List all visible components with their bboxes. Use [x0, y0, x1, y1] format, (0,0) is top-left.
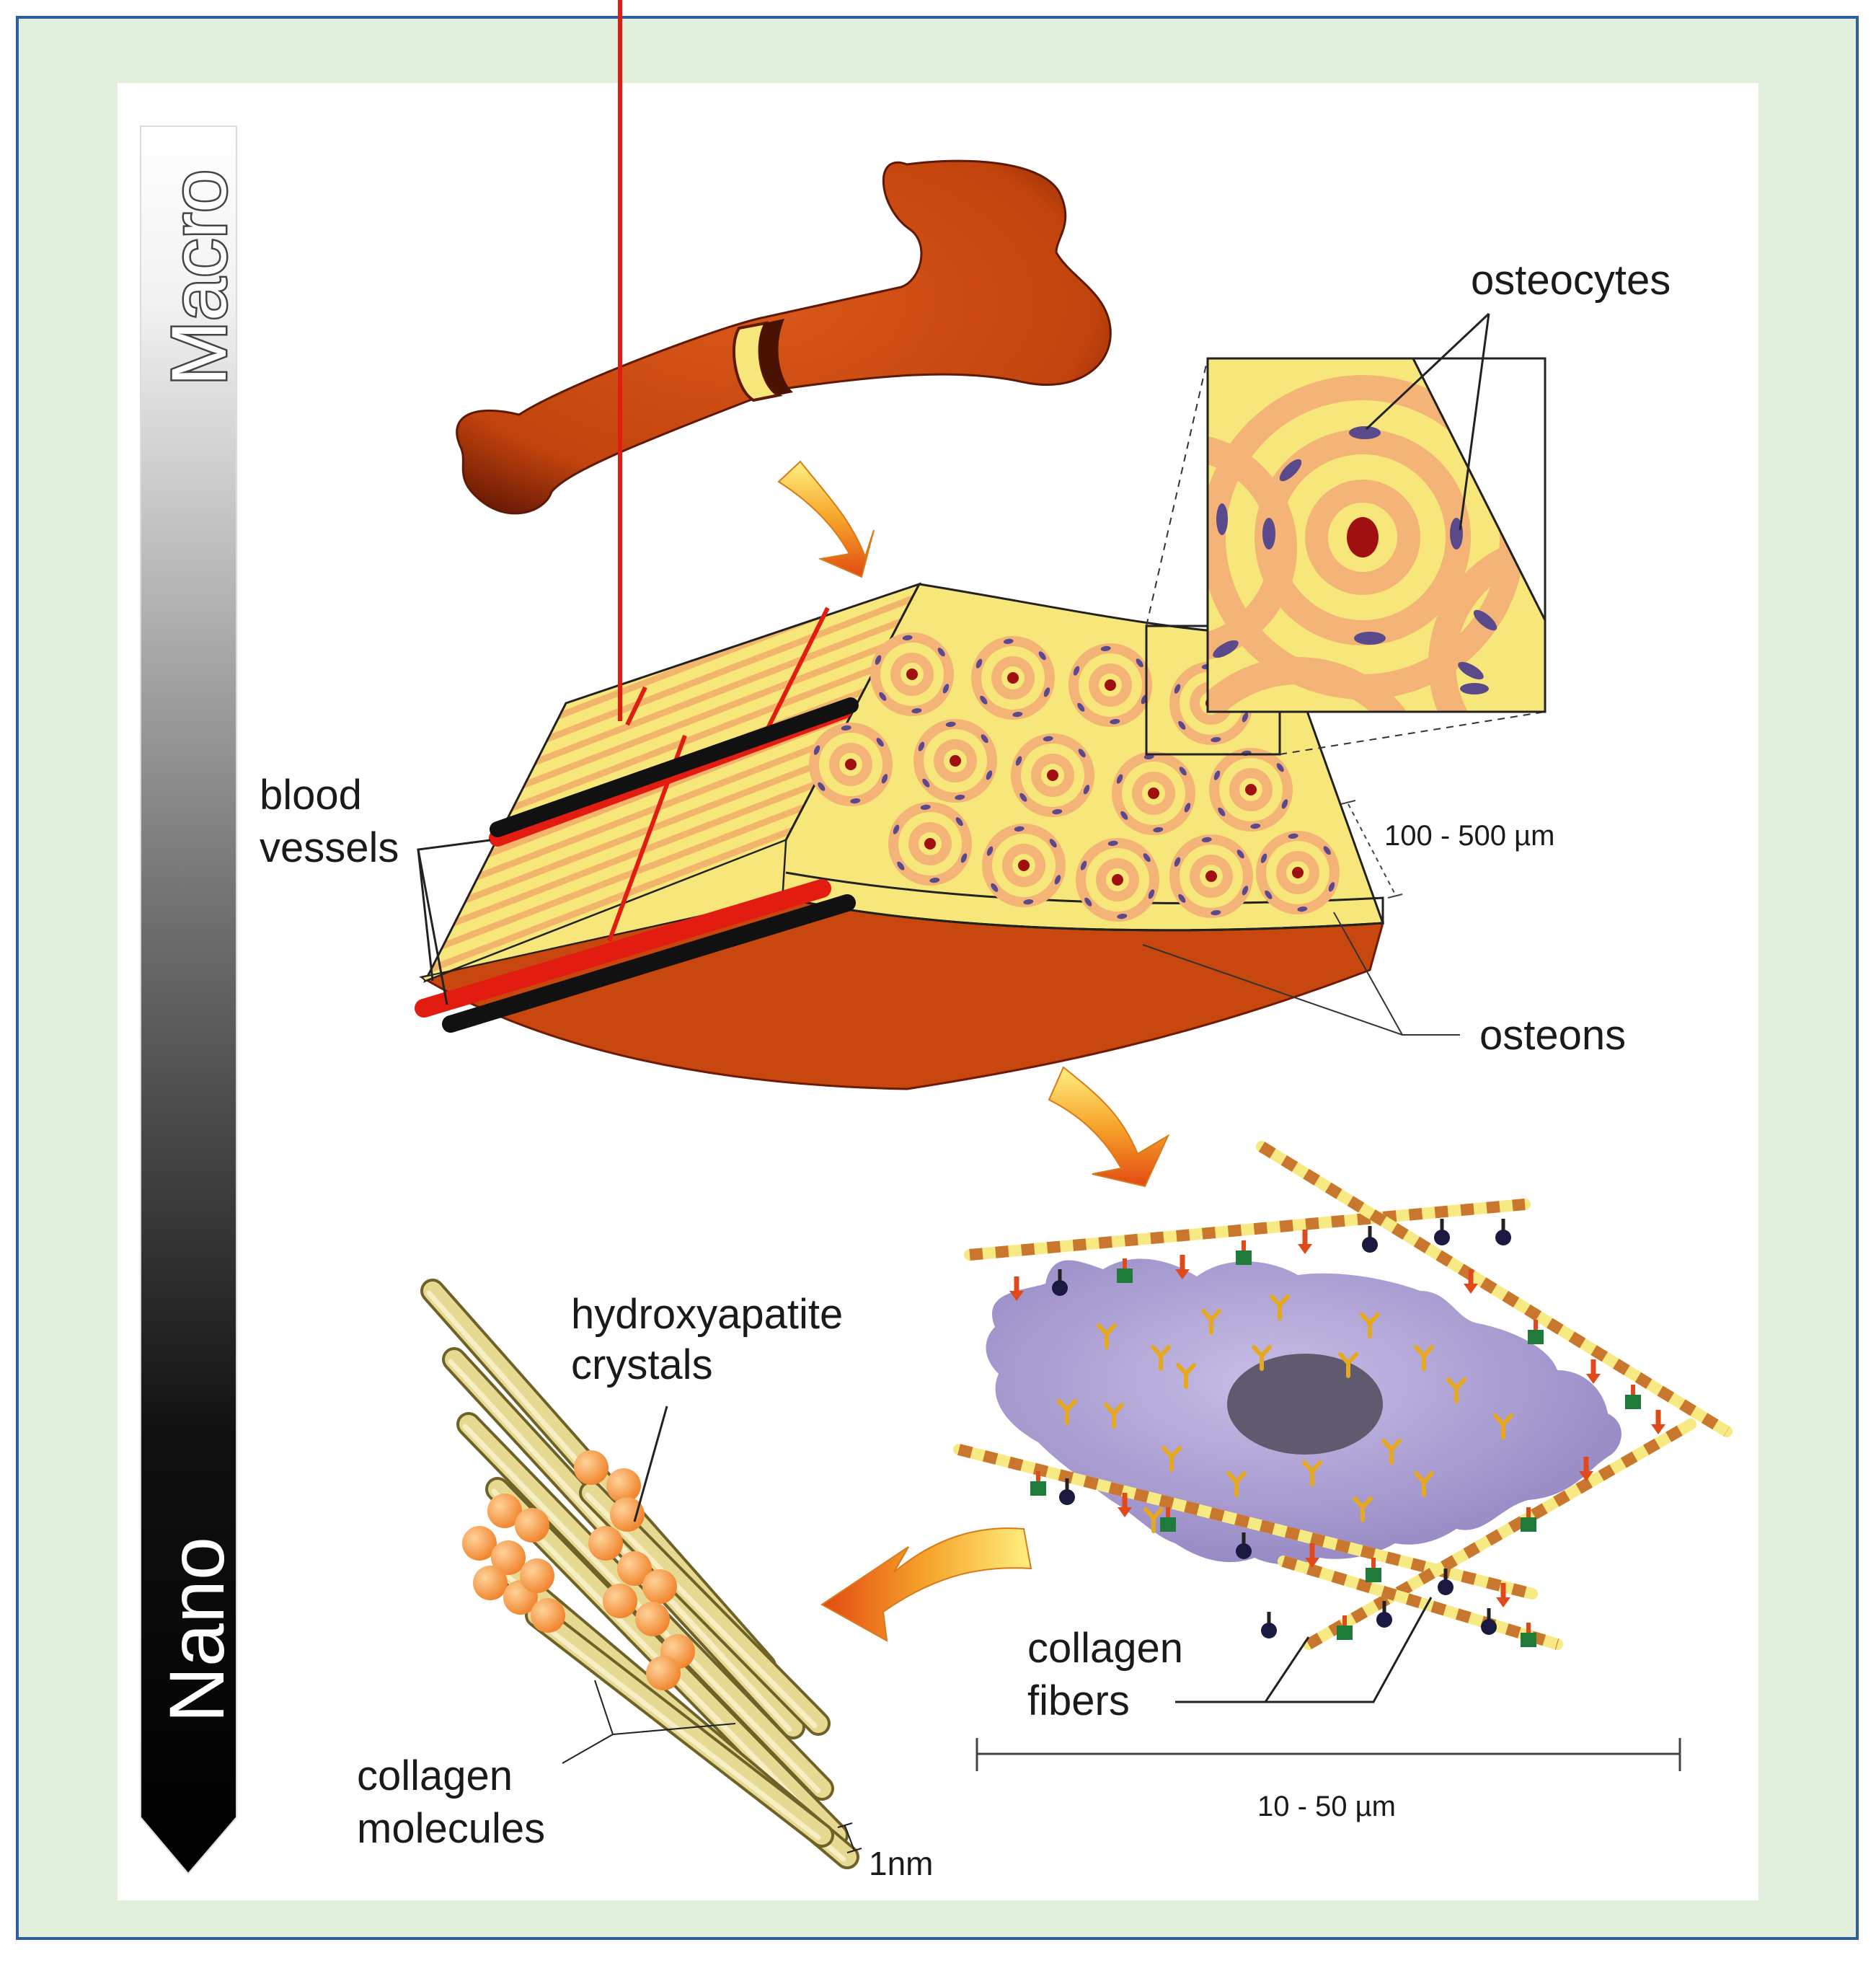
- label-collagen-fibers-line2: fibers: [1027, 1677, 1130, 1724]
- osteon-grid: [809, 632, 1340, 922]
- cell-nucleus: [1227, 1354, 1383, 1455]
- molecule-size-marker: [837, 1822, 862, 1853]
- scale-label-macro: Macro: [155, 169, 242, 386]
- label-collagen-molecules-line2: molecules: [357, 1805, 545, 1852]
- label-blood-vessels-line2: vessels: [260, 824, 399, 871]
- label-molecule-size: 1nm: [869, 1845, 933, 1882]
- fiber-binding-molecules: [1009, 1219, 1665, 1647]
- collagen-molecules-illustration: [420, 1279, 859, 1869]
- cell-surface-receptors: [1057, 1294, 1513, 1533]
- arrow-bone-to-cortex: [777, 460, 875, 578]
- cell-size-marker: [975, 1738, 1681, 1771]
- long-bone-illustration: [456, 159, 1112, 515]
- osteocyte-cell-illustration: [986, 1258, 1621, 1565]
- collagen-fibers: [953, 1141, 1733, 1650]
- scale-bar: Macro Nano: [140, 125, 244, 1875]
- label-collagen-molecules-line1: collagen: [357, 1752, 513, 1799]
- label-hydroxyapatite-line2: crystals: [571, 1341, 713, 1388]
- osteon-zoom: [1206, 357, 1547, 713]
- arrow-cell-to-molecules: [820, 1527, 1032, 1642]
- osteon-size-marker: [1340, 800, 1403, 899]
- label-blood-vessels-line1: blood: [260, 772, 362, 819]
- label-cell-size: 10 - 50 µm: [1257, 1791, 1396, 1822]
- label-hydroxyapatite-line1: hydroxyapatite: [571, 1291, 843, 1338]
- label-osteocytes: osteocytes: [1471, 257, 1671, 304]
- label-collagen-fibers-line1: collagen: [1027, 1625, 1183, 1672]
- label-osteons: osteons: [1479, 1012, 1626, 1059]
- arrow-cortex-to-cell: [1048, 1066, 1170, 1188]
- scale-label-nano: Nano: [153, 1537, 240, 1723]
- label-osteon-size: 100 - 500 µm: [1384, 820, 1555, 852]
